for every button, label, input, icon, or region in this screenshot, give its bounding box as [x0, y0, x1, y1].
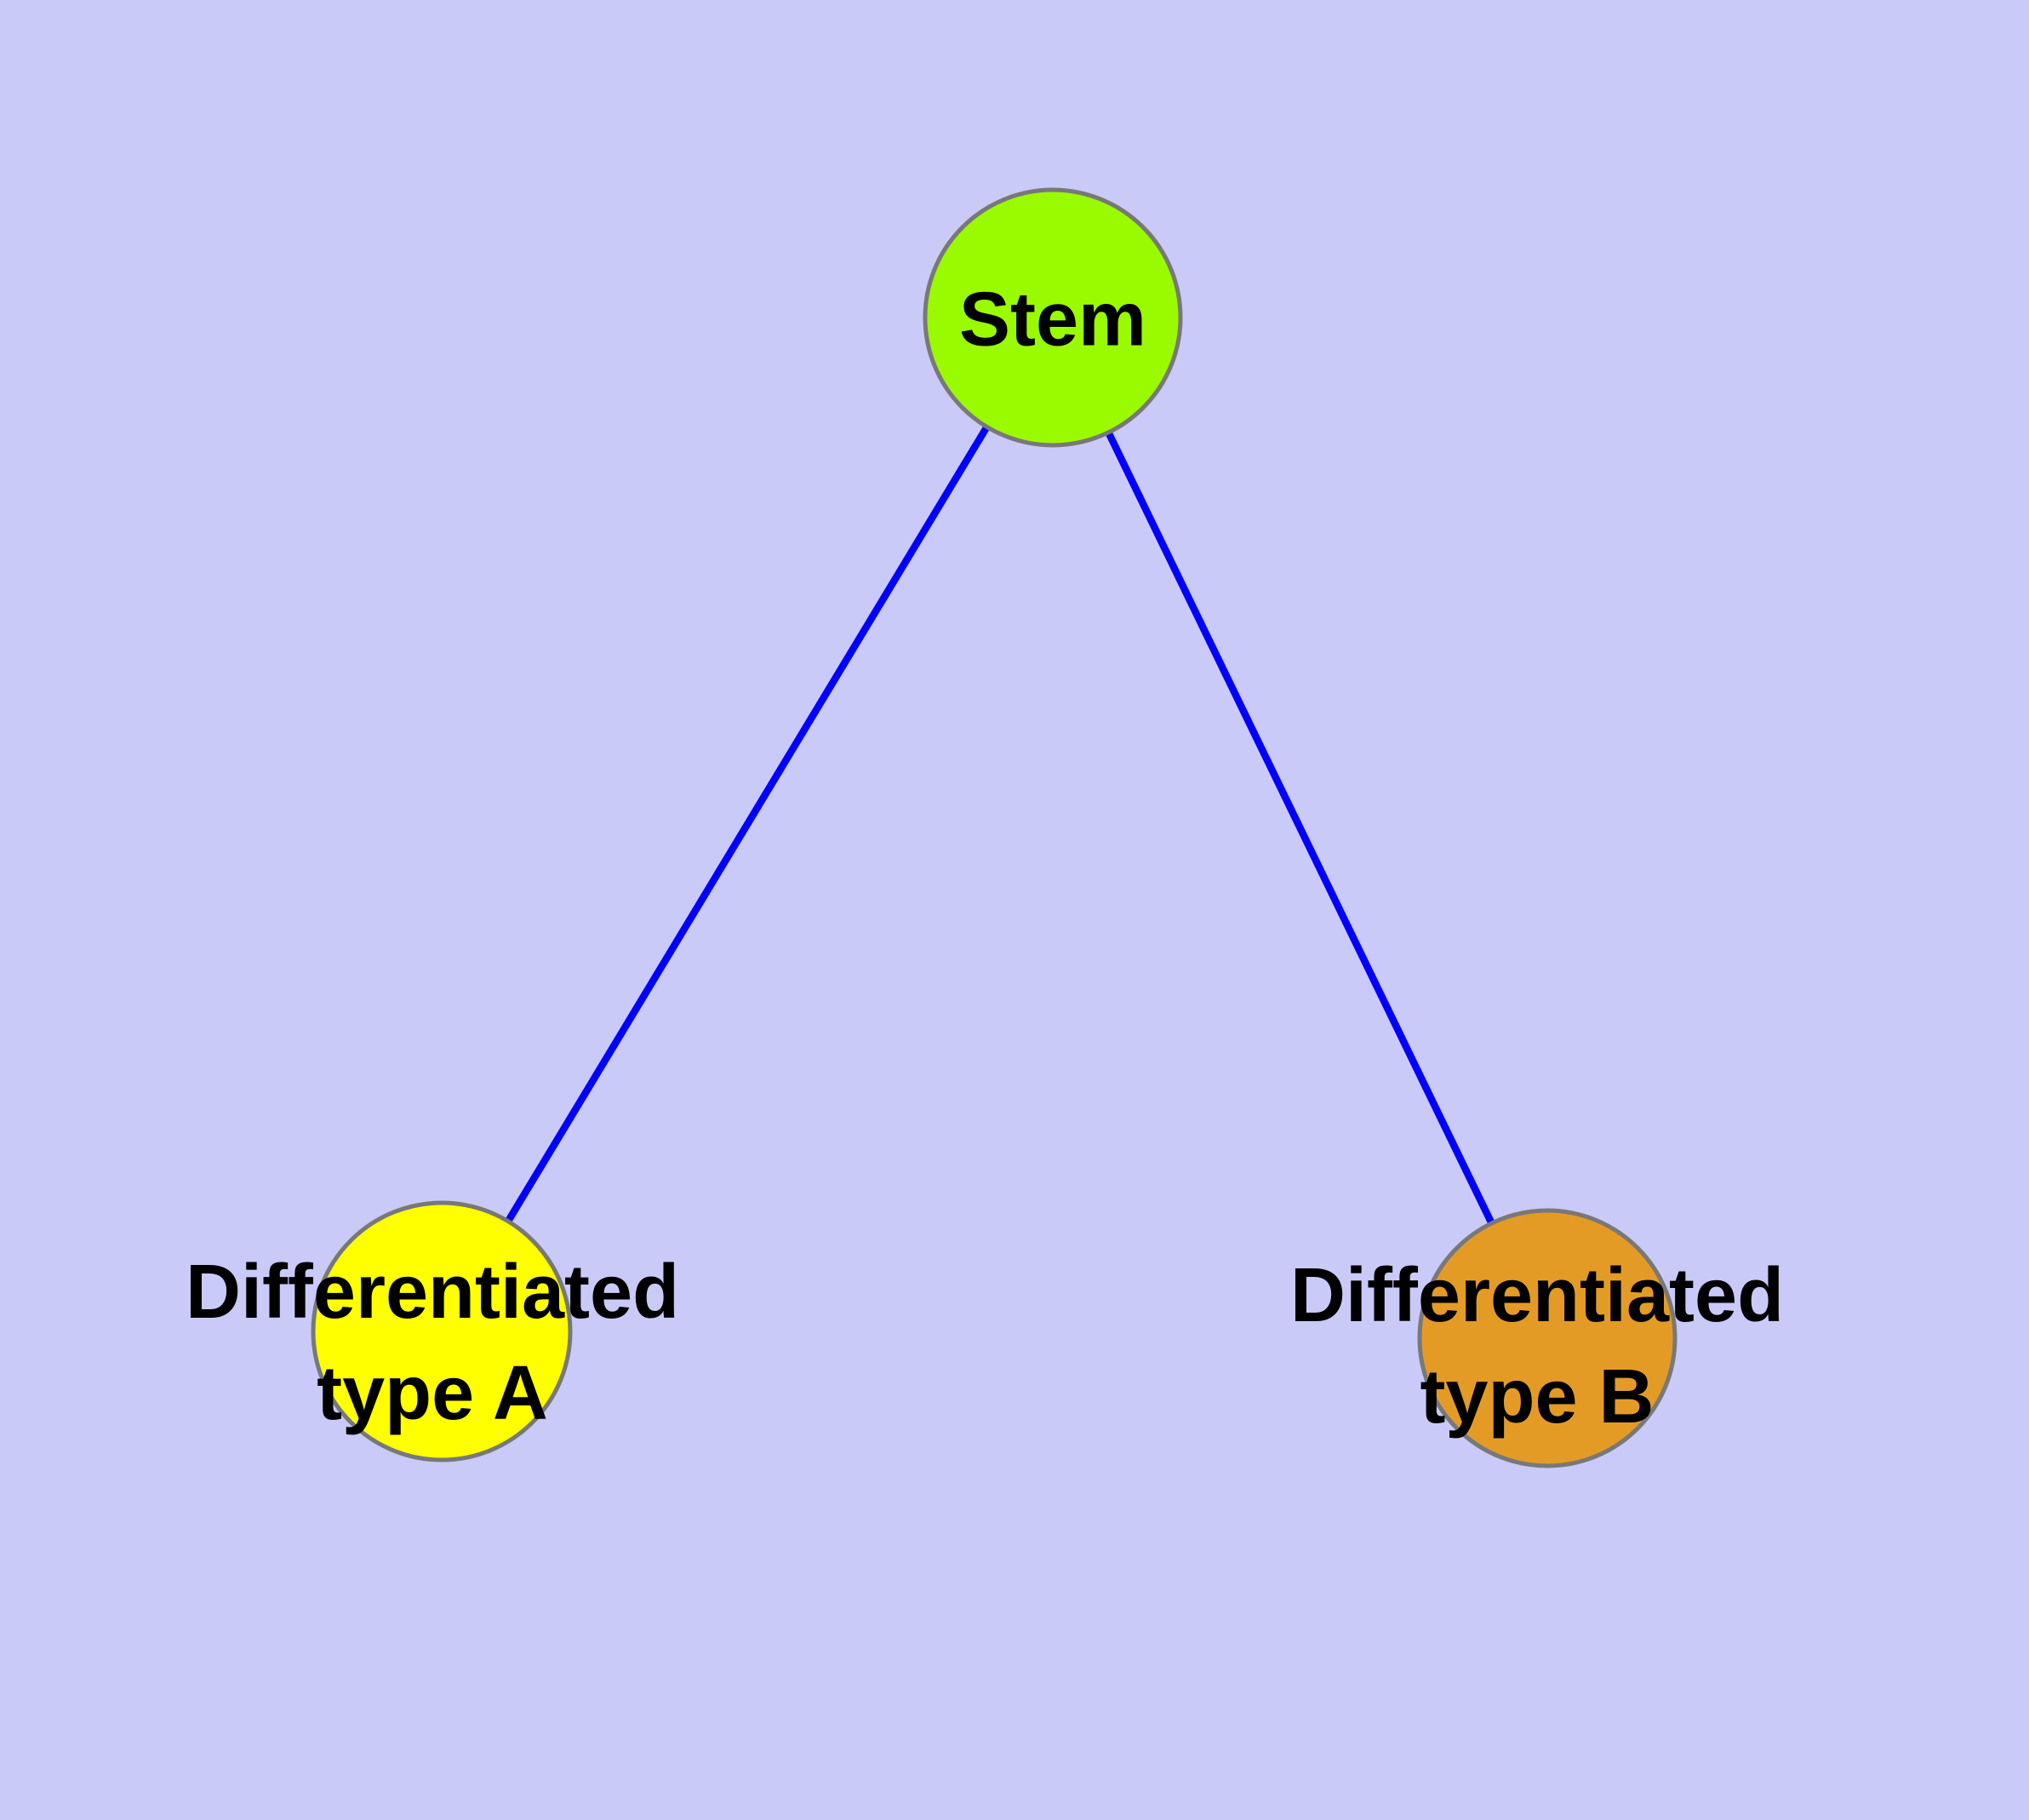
node-differentiated-type-b-label: Differentiated type B — [1289, 1253, 1785, 1439]
node-differentiated-type-a-circle — [311, 1200, 573, 1462]
edge-stem-to-type-b — [1049, 316, 1551, 1340]
edge-stem-to-type-a — [438, 315, 1056, 1334]
node-differentiated-type-a-label: Differentiated type A — [185, 1250, 680, 1436]
node-stem-circle — [923, 187, 1183, 448]
node-differentiated-type-b-circle — [1417, 1208, 1677, 1468]
node-stem-label: Stem — [958, 277, 1147, 363]
